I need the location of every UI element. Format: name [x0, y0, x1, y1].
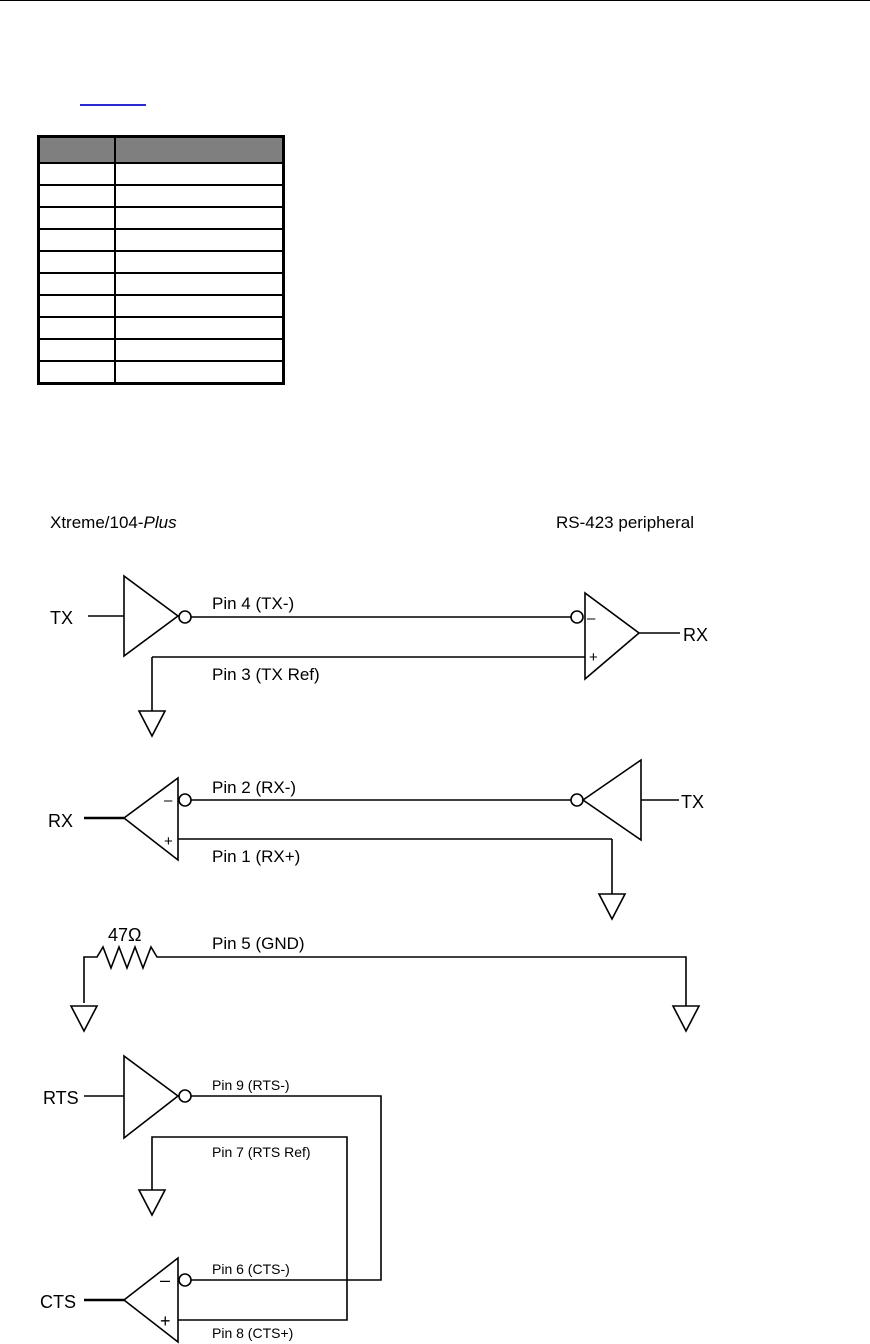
- tx-driver-triangle: [123, 574, 180, 658]
- hyperlink-underline[interactable]: [80, 104, 146, 106]
- pin5-label: Pin 5 (GND): [212, 934, 305, 953]
- rx-receiver-triangle: [122, 776, 179, 862]
- pin7-label: Pin 7 (RTS Ref): [212, 1144, 311, 1160]
- table-row-line: [40, 294, 282, 296]
- peripheral-receiver-triangle: [584, 591, 641, 681]
- plus-sign: +: [589, 649, 598, 666]
- minus-sign: –: [160, 1270, 170, 1290]
- cts-signal-label: CTS: [40, 1292, 76, 1312]
- cts-receiver-triangle: [122, 1256, 179, 1344]
- peripheral-tx-label: TX: [681, 792, 704, 812]
- table-row-line: [40, 250, 282, 252]
- pin3-label: Pin 3 (TX Ref): [212, 665, 320, 684]
- rx-receiver-inversion-bubble: [178, 793, 192, 807]
- table-row-line: [40, 184, 282, 186]
- ground-symbol: [671, 1005, 701, 1033]
- host-device-title: Xtreme/104-Plus: [50, 513, 177, 532]
- peripheral-driver-triangle: [581, 758, 642, 842]
- rts-driver-inversion-bubble: [178, 1089, 192, 1103]
- pin1-label: Pin 1 (RX+): [212, 847, 300, 866]
- peripheral-driver-inversion-bubble: [570, 793, 584, 807]
- table-row-line: [40, 206, 282, 208]
- resistor-value-label: 47Ω: [108, 925, 141, 945]
- cts-receiver-inversion-bubble: [178, 1273, 192, 1287]
- ground-symbol: [137, 1189, 167, 1217]
- ground-symbol: [69, 1005, 99, 1033]
- gnd-wire-with-resistor: [83, 944, 687, 1006]
- plus-sign: +: [164, 833, 173, 850]
- pin2-label: Pin 2 (RX-): [212, 778, 296, 797]
- minus-sign: –: [164, 792, 173, 809]
- table-row-line: [40, 272, 282, 274]
- rts-driver-triangle: [123, 1054, 180, 1140]
- plus-sign: +: [160, 1311, 171, 1331]
- rts-signal-label: RTS: [43, 1088, 79, 1108]
- rts-ref-to-cts-plus-loop: [151, 1136, 348, 1321]
- pin9-label: Pin 9 (RTS-): [212, 1077, 290, 1093]
- ground-symbol: [137, 710, 167, 738]
- table-row-line: [40, 338, 282, 340]
- page-top-rule: [0, 0, 870, 1]
- rx-signal-label: RX: [48, 811, 73, 831]
- peripheral-rx-label: RX: [683, 625, 708, 645]
- tx-signal-label: TX: [50, 608, 73, 628]
- table-row-line: [40, 360, 282, 362]
- pin6-label: Pin 6 (CTS-): [212, 1261, 290, 1277]
- tx-driver-inversion-bubble: [178, 610, 192, 624]
- minus-sign: –: [587, 610, 596, 627]
- ground-symbol: [597, 893, 627, 921]
- table-header-row: [40, 138, 282, 162]
- pin4-label: Pin 4 (TX-): [212, 594, 294, 613]
- peripheral-title: RS-423 peripheral: [556, 513, 694, 532]
- rts-minus-to-cts-minus-loop: [191, 1095, 382, 1281]
- pin8-label: Pin 8 (CTS+): [212, 1325, 293, 1341]
- pin-assignment-table: [37, 135, 285, 385]
- table-column-divider: [114, 138, 116, 382]
- table-row-line: [40, 316, 282, 318]
- table-row-line: [40, 228, 282, 230]
- peripheral-receiver-inversion-bubble: [570, 610, 584, 624]
- table-row-line: [40, 162, 282, 164]
